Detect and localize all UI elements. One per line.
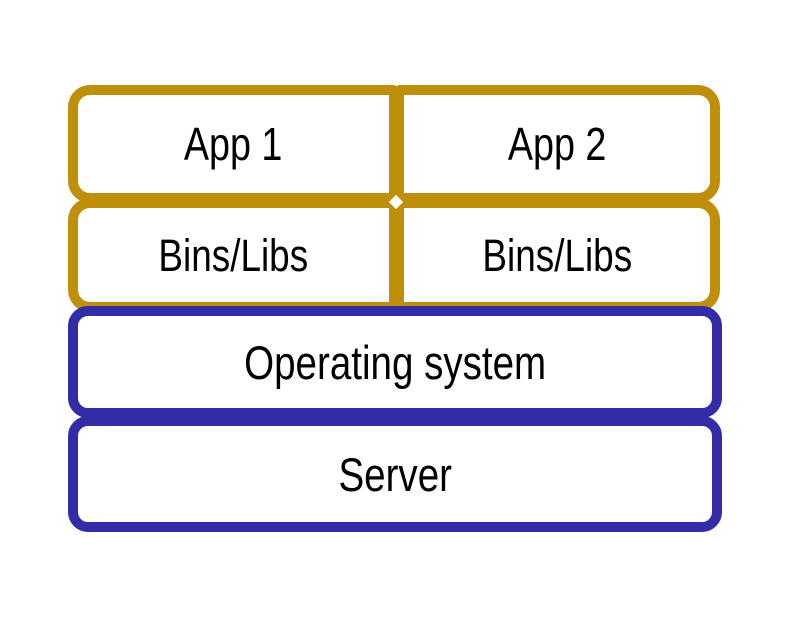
box-app-2-label: App 2 (507, 118, 607, 170)
box-app-2[interactable]: App 2 (394, 85, 720, 203)
box-server[interactable]: Server (68, 416, 722, 532)
box-operating-system-label: Operating system (243, 335, 547, 389)
box-operating-system[interactable]: Operating system (68, 306, 722, 418)
box-server-label: Server (338, 447, 452, 501)
box-app-1-label: App 1 (184, 118, 283, 170)
box-bins-libs-2[interactable]: Bins/Libs (394, 198, 720, 312)
box-app-1[interactable]: App 1 (68, 85, 399, 203)
box-bins-libs-1[interactable]: Bins/Libs (68, 198, 399, 312)
box-bins-libs-2-label: Bins/Libs (482, 229, 632, 281)
box-bins-libs-1-label: Bins/Libs (158, 229, 309, 281)
